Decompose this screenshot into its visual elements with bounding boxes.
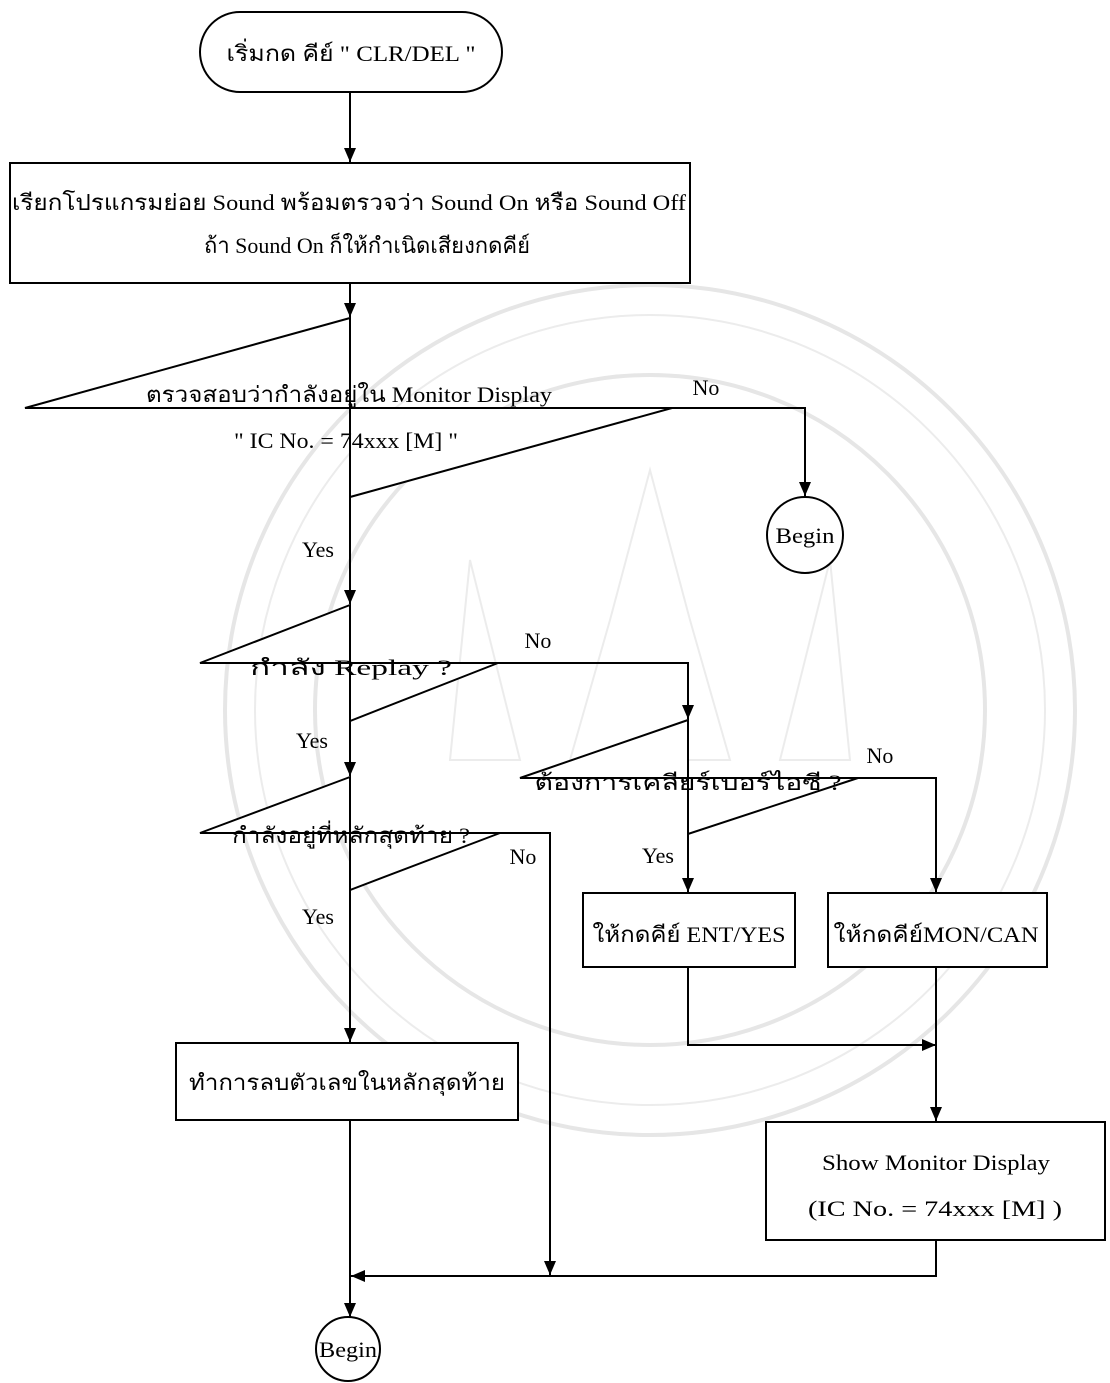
sound-process-line1: เรียกโปรแกรมย่อย Sound พร้อมตรวจว่า Soun… xyxy=(12,190,687,215)
clear-yes-label: Yes xyxy=(642,843,674,868)
arrow-show-monitor-return xyxy=(351,1240,937,1282)
last-digit-yes-label: Yes xyxy=(302,904,334,929)
press-mon-label: ให้กดคีย์MON/CAN xyxy=(834,922,1039,947)
sound-process-box xyxy=(9,162,691,284)
clear-no-label: No xyxy=(867,743,894,768)
show-monitor-line2: (IC No. = 74xxx [M] ) xyxy=(808,1196,1062,1221)
monitor-no-label: No xyxy=(693,375,720,400)
monitor-check-diamond xyxy=(24,316,673,499)
arrow-clear-no-to-mon xyxy=(858,777,942,892)
sound-process-line2: ถ้า Sound On ก็ให้กำเนิดเสียงกดคีย์ xyxy=(204,231,530,258)
show-monitor-box xyxy=(765,1121,1106,1241)
last-digit-no-label: No xyxy=(510,844,537,869)
monitor-yes-label: Yes xyxy=(302,537,334,562)
arrow-ent-merge xyxy=(687,967,936,1051)
press-ent-box xyxy=(582,892,796,968)
replay-no-label: No xyxy=(525,628,552,653)
press-mon-box xyxy=(827,892,1048,968)
monitor-check-line1: ตรวจสอบว่ากำลังอยู่ใน Monitor Display xyxy=(146,382,552,408)
arrow-last-digit-no xyxy=(500,832,556,1275)
clear-check-label: ต้องการเคลียร์เบอร์ไอซี ? xyxy=(535,770,842,795)
begin-right-label: Begin xyxy=(776,523,835,548)
begin-bottom-label: Begin xyxy=(319,1337,377,1362)
delete-digit-label: ทำการลบตัวเลขในหลักสุดท้าย xyxy=(189,1070,505,1096)
begin-bottom-connector xyxy=(315,1316,381,1382)
last-digit-check-label: กำลังอยู่ที่หลักสุดท้าย ? xyxy=(232,820,470,849)
replay-yes-label: Yes xyxy=(296,728,328,753)
press-ent-label: ให้กดคีย์ ENT/YES xyxy=(593,922,786,947)
begin-right-connector xyxy=(766,496,844,574)
delete-digit-box xyxy=(175,1042,519,1121)
monitor-check-line2: " IC No. = 74xxx [M] " xyxy=(234,428,458,453)
show-monitor-line1: Show Monitor Display xyxy=(822,1150,1050,1175)
arrow-monitor-no-to-begin xyxy=(672,407,811,496)
arrow-replay-no-to-clear xyxy=(498,662,694,719)
start-label: เริ่มกด คีย์ " CLR/DEL " xyxy=(227,38,476,66)
replay-check-label: กำลัง Replay ? xyxy=(250,655,452,680)
